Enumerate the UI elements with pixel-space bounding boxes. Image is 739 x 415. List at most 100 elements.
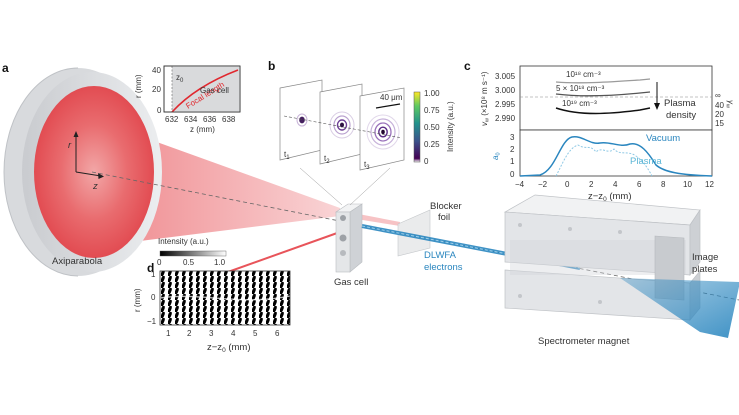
cbar-b-tick-3: 0.25 (424, 140, 440, 149)
scale-bar-label: 40 μm (380, 93, 403, 102)
panel-c-amplitude-plot: Vacuum Plasma 3 2 1 0 a0 −4 −2 0 2 4 6 8… (491, 129, 714, 203)
axiparabola-mirror (3, 67, 162, 277)
c-btick-1: 2 (510, 145, 515, 154)
density-label-2: 10¹⁹ cm⁻³ (562, 99, 597, 108)
cbar-b-label: Intensity (a.u.) (446, 101, 455, 152)
image-plates-label-2: plates (692, 264, 718, 275)
inset-focal-plot: z0 Focal length Gas cell 40 20 0 r (mm) … (134, 65, 241, 134)
inset-xtick-0: 632 (165, 115, 179, 124)
focal-length-curve (171, 69, 239, 113)
inset-gas-cell-label: Gas cell (200, 86, 229, 95)
c-ytick-0: 3.005 (495, 72, 516, 81)
image-plates-label-1: Image (692, 252, 718, 263)
c-xtick-1: −2 (538, 180, 548, 189)
c-xtick-7: 10 (683, 180, 692, 189)
d-ytick-0: 1 (151, 270, 156, 279)
dlwfa-label-2: electrons (424, 262, 463, 273)
c-rtick-3: 15 (715, 119, 724, 128)
c-xlabel: z−z0 (mm) (588, 191, 631, 203)
d-xlabel: z−z0 (mm) (207, 342, 250, 354)
panel-c-velocity-plot: 10¹⁸ cm⁻³ 5 × 10¹⁸ cm⁻³ 10¹⁹ cm⁻³ Plasma… (480, 65, 736, 131)
cbar-b-tick-2: 0.50 (424, 123, 440, 132)
c-ytick-3: 2.990 (495, 114, 516, 123)
spectrometer-label: Spectrometer magnet (538, 336, 630, 347)
c-right-label: γw (725, 100, 736, 108)
d-title: Intensity (a.u.) (158, 237, 209, 246)
legend-plasma: Plasma (630, 156, 662, 167)
d-ytick-2: −1 (147, 317, 157, 326)
c-xtick-8: 12 (705, 180, 714, 189)
density-curve-low (555, 78, 651, 84)
c-ytick-2: 2.995 (495, 100, 516, 109)
frame-t1-label: t1 (284, 150, 290, 161)
panel-label-a: a (2, 61, 9, 75)
interferogram (159, 270, 291, 326)
d-colorbar (159, 250, 227, 257)
cbar-b-tick-4: 0 (424, 157, 429, 166)
inset-xtick-1: 634 (184, 115, 198, 124)
inset-xtick-3: 638 (222, 115, 236, 124)
c-btick-3: 0 (510, 170, 515, 179)
plasma-density-label-1: Plasma (664, 98, 696, 109)
blocker-foil (397, 209, 431, 257)
d-cbar-tick-1: 0.5 (183, 258, 195, 267)
scale-bar (375, 103, 401, 109)
axis-r-label: r (68, 140, 72, 151)
gas-cell (335, 203, 363, 273)
density-label-0: 10¹⁸ cm⁻³ (566, 70, 601, 79)
c-xtick-6: 8 (661, 180, 666, 189)
frame-t2-label: t2 (324, 154, 330, 165)
frame-t3-label: t3 (364, 160, 370, 171)
panel-b-frames: t1 t2 t3 40 μm (279, 79, 405, 171)
panel-label-c: c (464, 59, 471, 73)
inset-ytick-0: 40 (152, 66, 161, 75)
d-xtick-0: 1 (166, 329, 171, 338)
inset-ytick-1: 20 (152, 85, 161, 94)
blocker-label-1: Blocker (430, 201, 462, 212)
c-btick-2: 1 (510, 157, 515, 166)
c-btick-0: 3 (510, 133, 515, 142)
plasma-curve (555, 144, 653, 177)
image-plate-signal (620, 278, 739, 338)
d-xtick-1: 2 (187, 329, 192, 338)
c-rtick-0: ∞ (715, 91, 721, 100)
cbar-b-tick-0: 1.00 (424, 89, 440, 98)
c-xtick-0: −4 (515, 180, 525, 189)
d-ylabel: r (mm) (133, 288, 142, 312)
c-ytick-1: 3.000 (495, 86, 516, 95)
axis-z-label: z (92, 181, 98, 192)
c-xtick-5: 6 (637, 180, 642, 189)
d-xtick-5: 6 (275, 329, 280, 338)
panel-b-colorbar: 1.00 0.75 0.50 0.25 0 Intensity (a.u.) (413, 89, 455, 166)
inset-xlabel: z (mm) (190, 125, 215, 134)
axiparabola-label: Axiparabola (52, 256, 103, 267)
legend-vacuum: Vacuum (646, 133, 680, 144)
d-cbar-tick-2: 1.0 (214, 258, 226, 267)
d-ytick-1: 0 (151, 293, 156, 302)
inset-ytick-2: 0 (157, 106, 162, 115)
frame-t3 (359, 87, 405, 171)
c-xtick-2: 0 (565, 180, 570, 189)
c-rtick-2: 20 (715, 110, 724, 119)
density-label-1: 5 × 10¹⁸ cm⁻³ (556, 84, 605, 93)
blocker-label-2: foil (438, 212, 450, 223)
d-cbar-tick-0: 0 (157, 258, 162, 267)
density-curve-high (555, 107, 651, 115)
c-xtick-4: 4 (613, 180, 618, 189)
dlwfa-label-1: DLWFA (424, 250, 457, 261)
c-ylabel-bottom: a0 (491, 152, 502, 160)
c-ylabel-top: vw (×10⁸ m s⁻¹) (480, 71, 491, 126)
vacuum-curve (519, 136, 713, 177)
panel-label-d: d (147, 261, 154, 275)
d-xtick-4: 5 (253, 329, 258, 338)
cbar-b-tick-1: 0.75 (424, 106, 440, 115)
gas-cell-label: Gas cell (334, 277, 368, 288)
c-xtick-3: 2 (589, 180, 594, 189)
d-xtick-2: 3 (209, 329, 214, 338)
inset-xtick-2: 636 (203, 115, 217, 124)
z0-label: z0 (176, 73, 184, 84)
c-rtick-1: 40 (715, 101, 724, 110)
panel-label-b: b (268, 59, 275, 73)
d-xtick-3: 4 (231, 329, 236, 338)
